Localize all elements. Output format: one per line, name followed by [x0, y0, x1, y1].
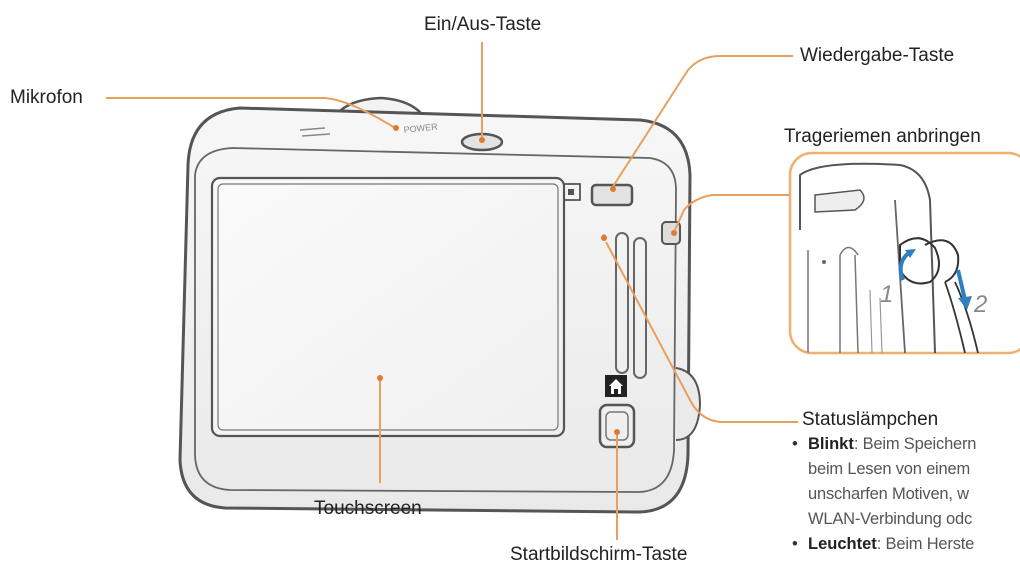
leader-dots [377, 125, 677, 435]
note-text: : Beim Speichern [853, 435, 977, 453]
note-line: unscharfen Motiven, w [790, 482, 1020, 507]
note-leuchtet: • Leuchtet: Beim Herste [790, 532, 1020, 557]
label-playback-button: Wiedergabe-Taste [800, 45, 955, 66]
home-icon [605, 375, 627, 397]
leader-status [605, 241, 798, 423]
leader-playback [611, 55, 793, 189]
note-line: beim Lesen von einem [790, 457, 1020, 482]
strap-step-1: 1 [880, 281, 893, 308]
note-text: : Beim Herste [876, 535, 975, 553]
camera-body: POWER [178, 96, 702, 514]
note-term: Leuchtet [808, 535, 877, 553]
label-home-button: Startbildschirm-Taste [510, 544, 688, 565]
leader-mic [106, 97, 396, 129]
label-power-button: Ein/Aus-Taste [424, 14, 542, 35]
power-marking: POWER [403, 121, 438, 135]
note-blinkt: • Blinkt: Beim Speichern [790, 432, 1020, 457]
status-lamp-notes: • Blinkt: Beim Speichern beim Lesen von e… [790, 432, 1020, 557]
strap-step-2: 2 [973, 291, 987, 318]
bullet-dot: • [792, 535, 798, 553]
strap-inset: 1 2 [788, 151, 1020, 355]
label-touchscreen: Touchscreen [314, 498, 422, 519]
leader-strap [674, 194, 790, 231]
note-term: Blinkt [808, 435, 854, 453]
note-text: beim Lesen von einem [808, 460, 971, 478]
note-text: unscharfen Motiven, w [808, 485, 969, 503]
note-text: WLAN-Verbindung odc [808, 510, 973, 528]
note-line: WLAN-Verbindung odc [790, 507, 1020, 532]
label-microphone: Mikrofon [10, 87, 83, 108]
label-strap: Trageriemen anbringen [784, 126, 981, 147]
bullet-dot: • [792, 435, 798, 453]
label-status-lamp: Statuslämpchen [802, 409, 939, 430]
leader-lines [106, 42, 798, 540]
